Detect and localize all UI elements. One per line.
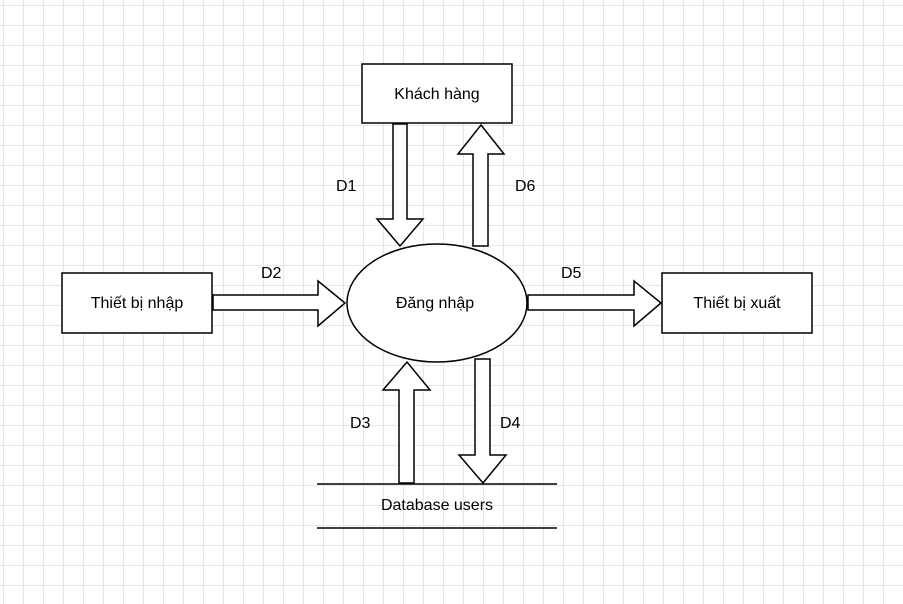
flow-label-d6: D6 [515,178,536,195]
entity-khach-hang[interactable]: Khách hàng [361,63,513,124]
flow-label-d4: D4 [500,415,521,432]
datastore-database-users[interactable]: Database users [317,483,557,529]
flow-arrow-d4[interactable] [457,358,508,485]
process-dang-nhap[interactable]: Đăng nhập [346,243,528,363]
datastore-database-users-label: Database users [381,497,493,514]
flow-label-d5: D5 [561,265,582,282]
flow-arrow-d3[interactable] [381,360,432,484]
flow-arrow-d1[interactable] [375,123,425,248]
entity-thiet-bi-xuat-label: Thiết bị xuất [693,295,781,312]
flow-label-d1: D1 [336,178,357,195]
entity-thiet-bi-xuat[interactable]: Thiết bị xuất [661,272,813,334]
entity-thiet-bi-nhap[interactable]: Thiết bị nhập [61,272,213,334]
flow-arrow-d6[interactable] [456,123,506,247]
flow-label-d2: D2 [261,265,282,282]
flow-arrow-d5[interactable] [527,279,663,328]
entity-khach-hang-label: Khách hàng [394,86,479,103]
flow-label-d3: D3 [350,415,371,432]
process-dang-nhap-label: Đăng nhập [396,295,474,312]
entity-thiet-bi-nhap-label: Thiết bị nhập [91,295,184,312]
flow-arrow-d2[interactable] [212,279,347,328]
